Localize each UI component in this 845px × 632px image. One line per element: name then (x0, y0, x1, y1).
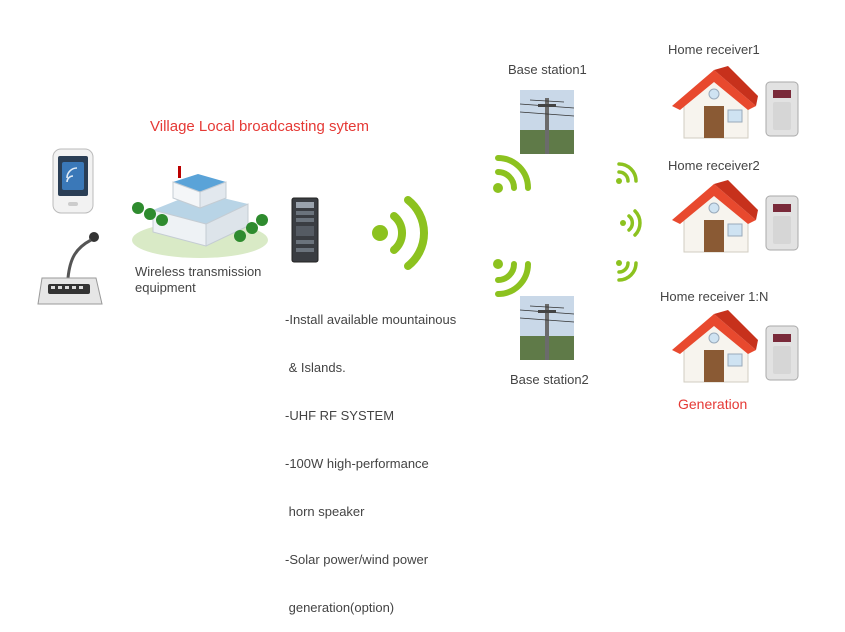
smartphone-icon (52, 148, 94, 214)
base-station2-label: Base station2 (510, 372, 589, 387)
equipment-caption-line2: equipment (135, 280, 196, 295)
generation-label: Generation (678, 396, 748, 412)
spec-line: -100W high-performance (285, 456, 429, 471)
base-station2-image (520, 296, 574, 360)
building-icon (132, 166, 268, 258)
spec-line: horn speaker (285, 504, 365, 519)
spec-line: generation(option) (285, 600, 395, 615)
spec-line: -UHF RF SYSTEM (285, 408, 395, 423)
specs-list: -Install available mountainous & Islands… (285, 280, 456, 632)
spec-line: -Install available mountainous (285, 312, 457, 327)
receiver2-label: Home receiver2 (668, 158, 760, 173)
equipment-caption: Wireless transmission equipment (135, 264, 261, 296)
broadcast-signal-icon (372, 196, 428, 270)
receiverN-label: Home receiver 1:N (660, 289, 769, 304)
receiverN-device-icon (765, 325, 799, 381)
receiver1-label: Home receiver1 (668, 42, 760, 57)
signal-to-base1-icon (493, 155, 531, 193)
house2-icon (672, 180, 758, 253)
spec-line: & Islands. (285, 360, 346, 375)
diagram-title: Village Local broadcasting sytem (150, 118, 370, 135)
signal-to-receiverN-icon (616, 260, 638, 282)
base-station1-image (520, 90, 574, 154)
houseN-icon (672, 310, 758, 383)
spec-line: -Solar power/wind power (285, 552, 429, 567)
base-station1-label: Base station1 (508, 62, 587, 77)
equipment-caption-line1: Wireless transmission (135, 264, 262, 279)
signal-to-receiver1-icon (616, 162, 638, 184)
transmitter-rack-icon (291, 197, 319, 263)
receiver2-device-icon (765, 195, 799, 251)
house1-icon (672, 66, 758, 139)
microphone-console-icon (37, 232, 103, 305)
receiver1-device-icon (765, 81, 799, 137)
signal-to-receiver2-icon (620, 209, 642, 237)
signal-to-base2-icon (493, 259, 531, 297)
